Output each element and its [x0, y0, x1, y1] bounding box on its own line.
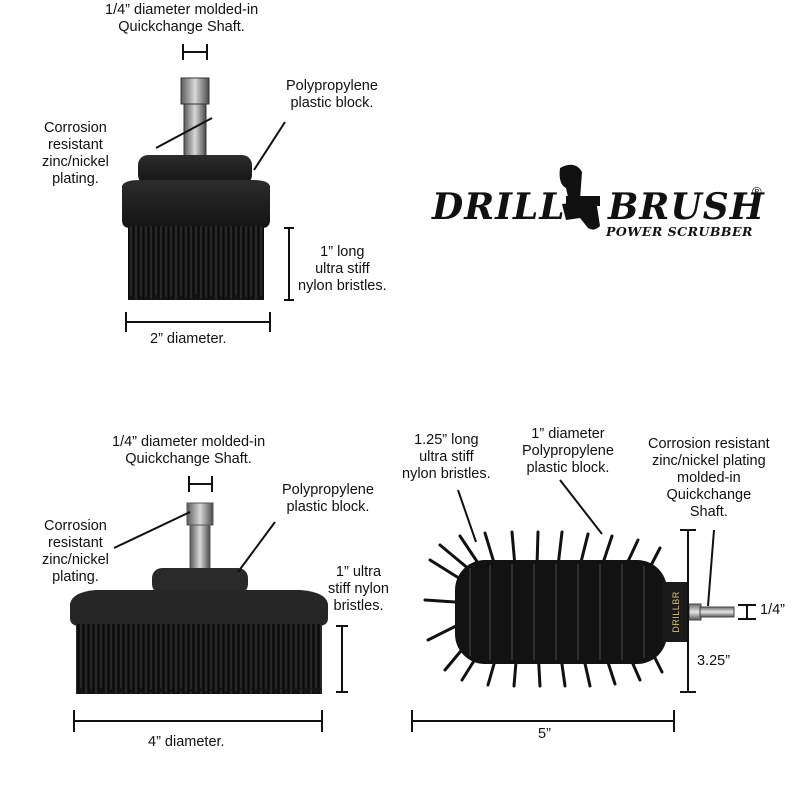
brush3-bristle-line3: nylon bristles.: [402, 466, 491, 482]
brush3-shaft-width-label: 1/4”: [760, 602, 785, 618]
brush2-diameter-label: 4” diameter.: [148, 734, 225, 750]
brush2-bristle-line1: 1” ultra: [335, 564, 382, 580]
drillbrush-logo: DRILL BRUSH ® POWER SCRUBBER: [430, 158, 770, 248]
brush1-block-line2: plastic block.: [290, 95, 374, 111]
brush3-plating-line5: Shaft.: [689, 504, 728, 520]
brush1-block-label: Polypropylene plastic block.: [286, 78, 378, 112]
logo-word-brush: BRUSH: [608, 186, 765, 228]
brush1-diameter-label: 2” diameter.: [150, 331, 227, 347]
brush3-plating-line4: Quickchange: [666, 487, 752, 503]
brush-4in: [70, 502, 328, 694]
brush1-shaft-label-line2: Quickchange Shaft.: [118, 19, 245, 35]
brush2-plating-line1: Corrosion: [44, 518, 107, 534]
brush-cylinder-dimensions: [411, 479, 756, 732]
brush2-bristle-line2: stiff nylon: [328, 581, 389, 597]
brush1-block-line1: Polypropylene: [286, 78, 378, 94]
brush2-bristle-label: 1” ultra stiff nylon bristles.: [328, 564, 389, 615]
brush2-plating-line4: plating.: [52, 569, 99, 585]
brush3-plating-label: Corrosion resistant zinc/nickel plating …: [648, 436, 770, 521]
brush2-block-line1: Polypropylene: [282, 482, 374, 498]
brush1-plating-label: Corrosion resistant zinc/nickel plating.: [42, 120, 109, 188]
brush-4in-dimensions: [73, 476, 348, 732]
brush3-brand-text: DRILLBR: [671, 591, 682, 633]
brush2-shaft-line2: Quickchange Shaft.: [125, 451, 252, 467]
brush3-block-line2: Polypropylene: [522, 443, 614, 459]
brush1-bristle-line3: nylon bristles.: [298, 278, 387, 294]
brush-cylinder: [423, 530, 735, 688]
brush3-plating-line1: Corrosion resistant: [648, 436, 770, 452]
brush3-block-line1: 1” diameter: [531, 426, 605, 442]
brush3-brand-band: DRILLBR: [664, 585, 688, 639]
brush3-height-label: 3.25”: [697, 653, 731, 669]
brush3-length-label: 5”: [538, 726, 551, 742]
brush1-plating-line1: Corrosion: [44, 120, 107, 136]
brush2-plating-line2: resistant: [48, 535, 103, 551]
brush3-bristle-line2: ultra stiff: [419, 449, 474, 465]
brush1-shaft-label-line1: 1/4” diameter molded-in: [105, 2, 259, 18]
brush2-shaft-line1: 1/4” diameter molded-in: [112, 434, 266, 450]
brush1-plating-line4: plating.: [52, 171, 99, 187]
brush2-plating-label: Corrosion resistant zinc/nickel plating.: [42, 518, 109, 586]
brush1-bristle-line2: ultra stiff: [315, 261, 370, 277]
brush3-plating-line2: zinc/nickel plating: [652, 453, 766, 469]
brush3-block-line3: plastic block.: [526, 460, 610, 476]
brush2-plating-line3: zinc/nickel: [42, 552, 109, 568]
brush1-bristle-label: 1” long ultra stiff nylon bristles.: [298, 244, 387, 295]
brush2-shaft-label: 1/4” diameter molded-in Quickchange Shaf…: [112, 434, 265, 468]
logo-tagline: POWER SCRUBBER: [606, 224, 753, 239]
brush3-bristle-label: 1.25” long ultra stiff nylon bristles.: [402, 432, 491, 483]
brush2-block-line2: plastic block.: [286, 499, 370, 515]
brush1-bristle-line1: 1” long: [320, 244, 365, 260]
brush1-shaft-label: 1/4” diameter molded-in Quickchange Shaf…: [105, 2, 258, 36]
logo-icon: [559, 164, 600, 230]
brush-2in-dimensions: [125, 44, 294, 332]
registered-mark: ®: [752, 184, 762, 199]
logo-word-drill: DRILL: [432, 186, 566, 228]
brush3-block-label: 1” diameter Polypropylene plastic block.: [522, 426, 614, 477]
brush-2in: [122, 77, 270, 300]
brush3-bristle-line1: 1.25” long: [414, 432, 479, 448]
brush3-plating-line3: molded-in: [677, 470, 741, 486]
brush1-plating-line2: resistant: [48, 137, 103, 153]
brush2-block-label: Polypropylene plastic block.: [282, 482, 374, 516]
brush1-plating-line3: zinc/nickel: [42, 154, 109, 170]
brush2-bristle-line3: bristles.: [333, 598, 384, 614]
